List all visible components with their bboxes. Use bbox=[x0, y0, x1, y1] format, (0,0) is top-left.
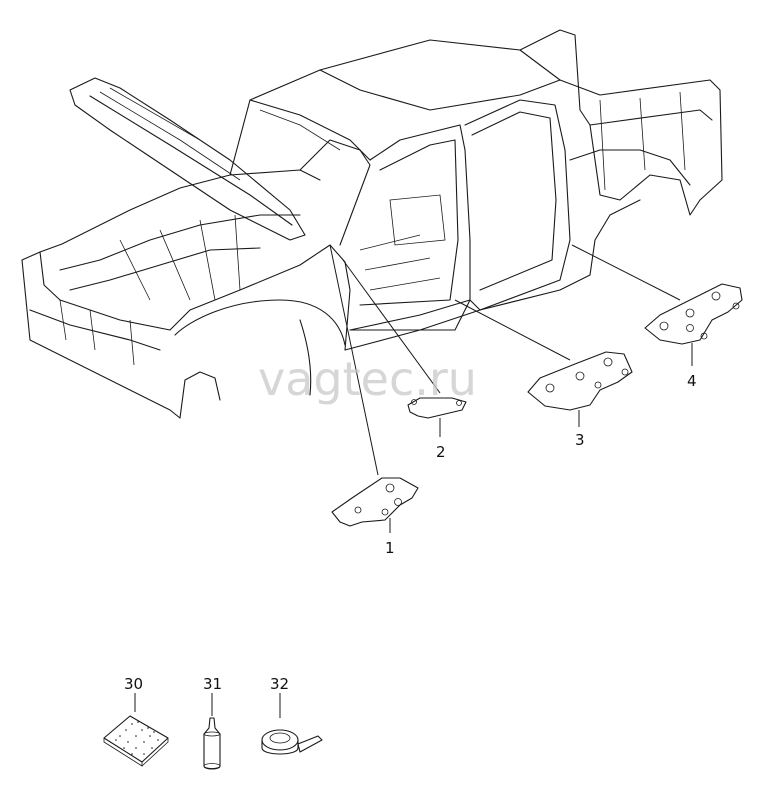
watermark-text: vagtec.ru bbox=[258, 352, 477, 406]
part-30-sound-deadening-mat bbox=[103, 715, 169, 767]
part-4-insulation-pad bbox=[644, 283, 743, 345]
leader-line-3 bbox=[454, 299, 571, 361]
leader-line-1 bbox=[329, 244, 379, 476]
part-3-insulation-pad bbox=[527, 351, 633, 411]
vehicle-body-illustration bbox=[21, 29, 723, 419]
part-31-adhesive-bottle bbox=[203, 717, 221, 770]
part-32-tape-roll bbox=[261, 729, 323, 755]
callout-label-32: 32 bbox=[270, 675, 289, 693]
leader-line-4 bbox=[571, 244, 681, 301]
callout-label-2: 2 bbox=[436, 443, 446, 461]
callout-labels: 1 2 3 4 30 31 32 bbox=[124, 372, 697, 693]
leader-lines bbox=[134, 244, 693, 718]
callout-label-31: 31 bbox=[203, 675, 222, 693]
part-2-insulation-pad bbox=[407, 397, 467, 419]
callout-label-3: 3 bbox=[575, 431, 585, 449]
callout-label-1: 1 bbox=[385, 539, 395, 557]
part-1-insulation-pad bbox=[331, 477, 419, 527]
callout-label-30: 30 bbox=[124, 675, 143, 693]
leader-line-2 bbox=[342, 259, 441, 394]
callout-label-4: 4 bbox=[687, 372, 697, 390]
